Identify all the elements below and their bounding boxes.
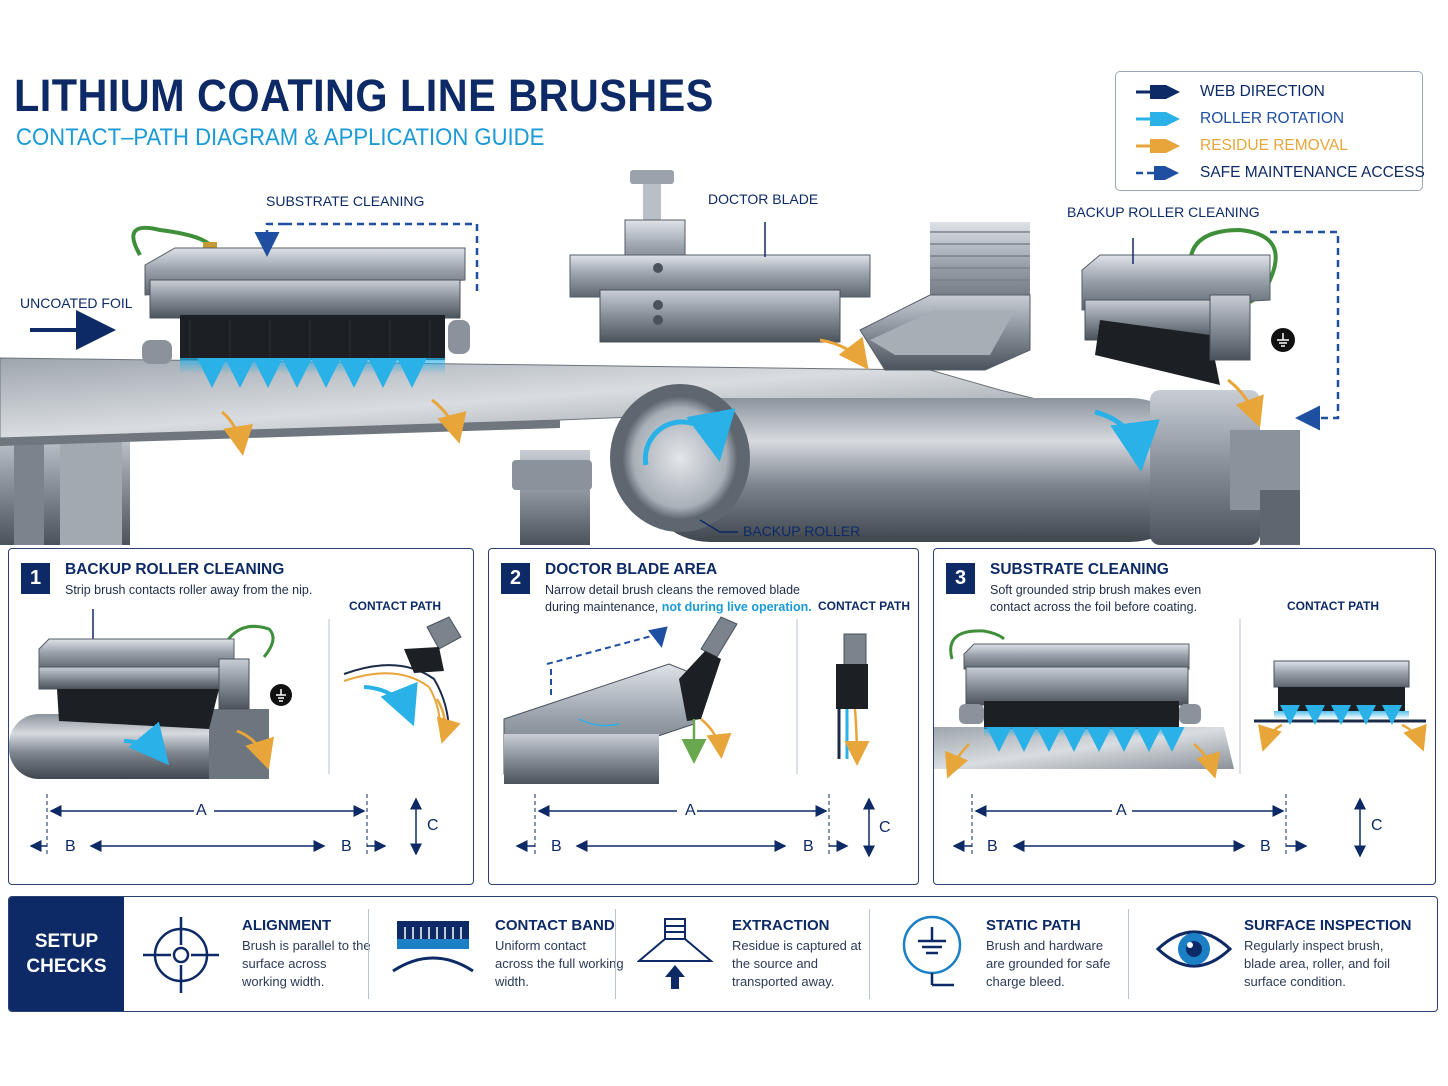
legend-label: RESIDUE REMOVAL xyxy=(1200,137,1348,154)
panel-title: DOCTOR BLADE AREA xyxy=(545,561,718,578)
check-title-extraction: EXTRACTION xyxy=(732,917,830,934)
solid-arrow-icon xyxy=(1136,139,1180,153)
warning-highlight: not during live operation. xyxy=(661,600,812,614)
panel-3-illustration xyxy=(934,619,1427,779)
dimension-c: C xyxy=(879,819,891,836)
check-text-alignment: Brush is parallel to the surface across … xyxy=(242,938,371,989)
check-text-static-path: Brush and hardware are grounded for safe… xyxy=(986,938,1111,989)
legend-item-residue-removal: RESIDUE REMOVAL xyxy=(1134,136,1348,156)
check-text-extraction: Residue is captured at the source and tr… xyxy=(732,938,862,989)
dimension-b-right: B xyxy=(1260,838,1271,855)
dimension-c: C xyxy=(1371,817,1383,834)
check-title-static-path: STATIC PATH xyxy=(986,917,1081,934)
panel-2-illustration xyxy=(503,616,870,784)
panel-1-dimensions xyxy=(29,794,422,856)
label-doctor-blade: DOCTOR BLADE xyxy=(708,191,819,207)
extraction-hood-icon xyxy=(637,918,714,989)
panel-3-dimensions xyxy=(952,794,1366,858)
dimension-b-left: B xyxy=(551,838,562,855)
divider xyxy=(368,909,369,999)
dimension-a: A xyxy=(196,802,207,819)
panel-description: Narrow detail brush cleans the removed b… xyxy=(545,583,812,614)
check-title-surface-inspection: SURFACE INSPECTION xyxy=(1244,917,1412,934)
legend-item-safe-maintenance: SAFE MAINTENANCE ACCESS xyxy=(1134,163,1425,183)
divider xyxy=(615,909,616,999)
solid-arrow-icon xyxy=(1136,112,1180,126)
contact-path-label: CONTACT PATH xyxy=(1287,599,1379,613)
dimension-b-right: B xyxy=(341,838,352,855)
dimension-a: A xyxy=(1116,802,1127,819)
panel-backup-roller-cleaning: 1 BACKUP ROLLER CLEANING Strip brush con… xyxy=(8,548,474,885)
label-backup-roller: BACKUP ROLLER xyxy=(743,523,861,539)
legend: WEB DIRECTION ROLLER ROTATION RESIDUE RE… xyxy=(1115,71,1425,191)
dimension-a: A xyxy=(685,802,696,819)
check-title-alignment: ALIGNMENT xyxy=(242,917,332,934)
legend-label: SAFE MAINTENANCE ACCESS xyxy=(1200,164,1425,181)
divider xyxy=(1128,909,1129,999)
panel-title: BACKUP ROLLER CLEANING xyxy=(65,561,285,578)
legend-item-roller-rotation: ROLLER ROTATION xyxy=(1134,109,1344,129)
eye-icon xyxy=(1155,930,1233,968)
step-number: 2 xyxy=(501,563,530,594)
check-text-contact-band: Uniform contact across the full working … xyxy=(495,938,624,989)
legend-label: ROLLER ROTATION xyxy=(1200,110,1345,127)
panel-doctor-blade-area: 2 DOCTOR BLADE AREA Narrow detail brush … xyxy=(488,548,919,885)
check-text-surface-inspection: Regularly inspect brush, blade area, rol… xyxy=(1244,938,1390,989)
label-substrate-cleaning: SUBSTRATE CLEANING xyxy=(266,193,425,209)
panel-1-illustration xyxy=(9,609,462,779)
coating-line-diagram xyxy=(0,170,1340,545)
page-subtitle: CONTACT–PATH DIAGRAM & APPLICATION GUIDE xyxy=(16,124,545,151)
contact-path-label: CONTACT PATH xyxy=(818,599,910,613)
panel-title: SUBSTRATE CLEANING xyxy=(990,561,1169,578)
brush-contact-icon xyxy=(392,921,474,973)
label-uncoated-foil: UNCOATED FOIL xyxy=(20,295,133,311)
divider xyxy=(869,909,870,999)
backup-roller xyxy=(512,384,1300,545)
panel-description: Strip brush contacts roller away from th… xyxy=(65,583,313,597)
check-title-contact-band: CONTACT BAND xyxy=(495,917,615,934)
extraction-duct xyxy=(859,222,1031,371)
legend-label: WEB DIRECTION xyxy=(1200,83,1325,100)
dimension-b-left: B xyxy=(987,838,998,855)
contact-path-label: CONTACT PATH xyxy=(349,599,441,613)
legend-item-web-direction: WEB DIRECTION xyxy=(1134,82,1325,102)
step-number: 3 xyxy=(946,563,975,594)
left-stand xyxy=(0,428,130,545)
backup-roller-brush xyxy=(1081,227,1295,428)
panel-2-dimensions xyxy=(515,794,875,858)
solid-arrow-icon xyxy=(1136,85,1180,99)
substrate-cleaning-brush xyxy=(131,225,470,456)
doctor-blade-assembly xyxy=(569,170,871,370)
page-title: LITHIUM COATING LINE BRUSHES xyxy=(14,70,714,121)
dimension-b-left: B xyxy=(65,838,76,855)
label-backup-roller-cleaning: BACKUP ROLLER CLEANING xyxy=(1067,204,1260,220)
dimension-b-right: B xyxy=(803,838,814,855)
dashed-arrow-icon xyxy=(1136,166,1179,180)
ground-icon xyxy=(902,915,962,987)
panel-substrate-cleaning: 3 SUBSTRATE CLEANING Soft grounded strip… xyxy=(933,548,1436,885)
crosshair-icon xyxy=(143,917,219,993)
step-number: 1 xyxy=(21,563,50,594)
dimension-c: C xyxy=(427,817,439,834)
